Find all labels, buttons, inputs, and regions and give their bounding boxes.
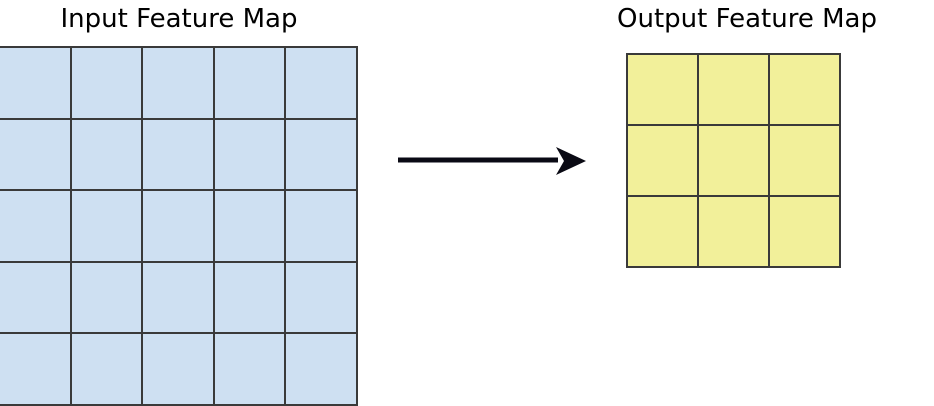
input-feature-map-cell-r4-c2 (143, 334, 213, 404)
output-feature-map-cell-r1-c2 (770, 126, 839, 195)
input-feature-map-cell-r1-c3 (214, 119, 285, 190)
input-feature-map-cell-r1-c0 (0, 119, 70, 190)
output-feature-map-grid (626, 53, 841, 268)
input-feature-map-cell-r4-c3 (214, 334, 285, 404)
input-feature-map-cell-r3-c1 (71, 262, 142, 333)
input-feature-map-cell-r0-c4 (286, 48, 356, 118)
input-feature-map-grid (0, 46, 358, 406)
input-feature-map-cell-r3-c2 (143, 262, 213, 333)
output-feature-map-cell-r2-c1 (699, 197, 768, 266)
input-feature-map-cell-r0-c1 (71, 48, 142, 118)
output-feature-map-title: Output Feature Map (617, 4, 877, 34)
input-feature-map-cell-r0-c0 (0, 48, 70, 118)
output-feature-map-cell-r1-c0 (628, 126, 697, 195)
arrow-right-icon (398, 147, 586, 175)
output-feature-map-cell-r0-c2 (770, 55, 839, 124)
input-feature-map-cell-r3-c4 (286, 262, 356, 333)
input-feature-map-cell-r4-c0 (0, 334, 70, 404)
input-feature-map-cell-r0-c2 (143, 48, 213, 118)
input-feature-map-title: Input Feature Map (60, 4, 298, 34)
input-feature-map-cell-r2-c1 (71, 191, 142, 261)
output-feature-map-cell-r0-c1 (699, 55, 768, 124)
input-feature-map-cell-r2-c3 (214, 191, 285, 261)
output-feature-map-cell-r2-c0 (628, 197, 697, 266)
output-feature-map-cell-r1-c1 (699, 126, 768, 195)
input-feature-map-cell-r2-c0 (0, 191, 70, 261)
input-feature-map-cell-r4-c4 (286, 334, 356, 404)
input-feature-map-cell-r1-c4 (286, 119, 356, 190)
input-feature-map-cell-r2-c4 (286, 191, 356, 261)
input-feature-map-cell-r4-c1 (71, 334, 142, 404)
input-feature-map-cell-r3-c3 (214, 262, 285, 333)
output-feature-map-cell-r0-c0 (628, 55, 697, 124)
input-feature-map-cell-r2-c2 (143, 191, 213, 261)
input-feature-map-cell-r1-c2 (143, 119, 213, 190)
input-feature-map-cell-r1-c1 (71, 119, 142, 190)
output-feature-map-cell-r2-c2 (770, 197, 839, 266)
input-feature-map-cell-r3-c0 (0, 262, 70, 333)
input-feature-map-cell-r0-c3 (214, 48, 285, 118)
